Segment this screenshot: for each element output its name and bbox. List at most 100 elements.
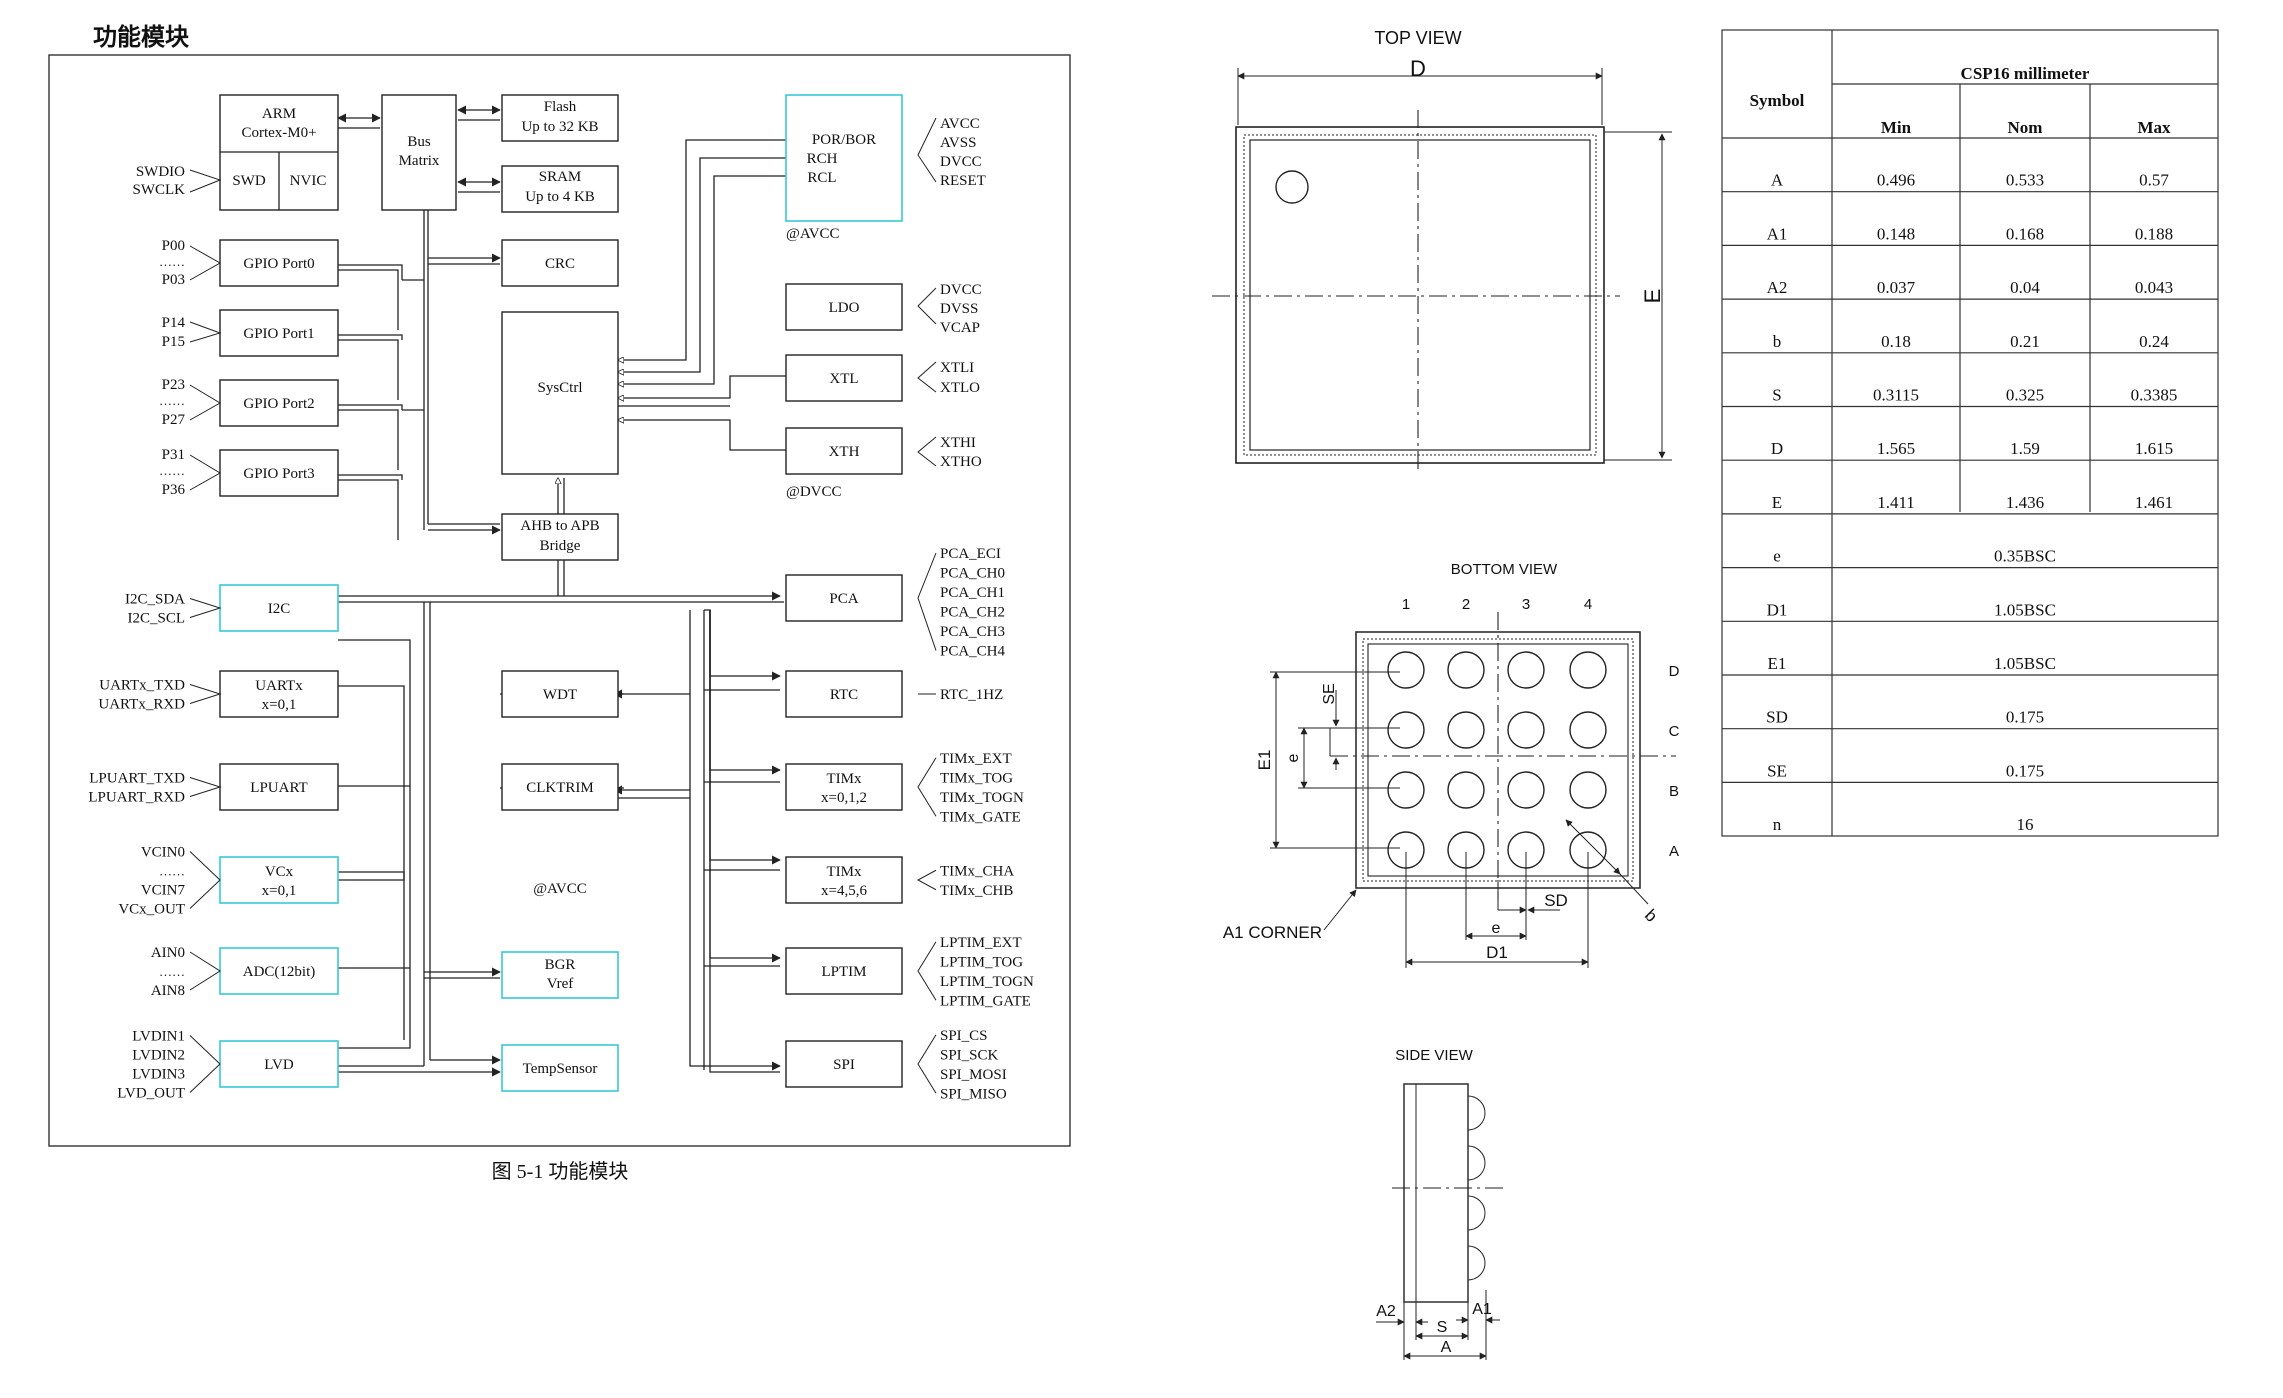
solder-balls: [1387, 651, 1607, 869]
bgr-block: BGR Vref: [501, 951, 619, 999]
right-periph-pin: PCA_CH3: [940, 624, 1005, 640]
bottom-view-col-label: 4: [1584, 596, 1592, 613]
table-cell-symbol: A1: [1767, 224, 1788, 243]
bottom-view-sd-label: SD: [1544, 891, 1568, 910]
right-periph-label: RTC: [830, 687, 858, 703]
right-periph-0: PCAPCA_ECIPCA_CH0PCA_CH1PCA_CH2PCA_CH3PC…: [785, 546, 1006, 660]
table-symbol-header: Symbol: [1750, 91, 1805, 110]
xtl-label: XTL: [829, 371, 858, 387]
por-pin-avcc: AVCC: [940, 116, 980, 132]
bridge-block: AHB to APB Bridge: [501, 513, 619, 561]
table-cell-value: 0.35BSC: [1994, 547, 2056, 566]
gpio-port2: GPIO Port2 P23 …… P27: [159, 377, 339, 428]
side-view-s-label: S: [1437, 1319, 1448, 1336]
rcl-label: RCL: [807, 170, 836, 186]
solder-ball: [1569, 711, 1607, 749]
side-view-a2-label: A2: [1376, 1303, 1396, 1320]
left-periph-pin: LVDIN1: [132, 1029, 185, 1045]
flash-block: Flash Up to 32 KB: [501, 94, 619, 142]
gpio3-label: GPIO Port3: [243, 466, 314, 482]
left-periph-sublabel: x=0,1: [262, 883, 297, 899]
dvcc-note: @DVCC: [786, 484, 842, 500]
bottom-view-se-label: SE: [1321, 683, 1338, 704]
right-periph-label: TIMx: [827, 771, 862, 787]
sram-block: SRAM Up to 4 KB: [501, 165, 619, 213]
figure-caption: 图 5-1 功能模块: [492, 1160, 629, 1183]
table-col-nom: Nom: [2008, 118, 2043, 137]
gpio1-label: GPIO Port1: [243, 326, 314, 342]
bridge-label: AHB to APB: [520, 518, 599, 534]
top-view: TOP VIEW D E: [1212, 28, 1672, 470]
table-cell-nom: 1.436: [2006, 493, 2044, 512]
solder-ball: [1387, 651, 1425, 689]
top-view-e-label: E: [1640, 289, 1665, 304]
table-cell-max: 0.043: [2135, 278, 2173, 297]
top-view-title: TOP VIEW: [1374, 28, 1461, 48]
ldo-block: LDO DVCC DVSS VCAP: [785, 282, 982, 336]
xth-block: XTH XTHI XTHO @DVCC: [785, 427, 982, 500]
left-periph-label: I2C: [268, 601, 291, 617]
table-cell-min: 0.3115: [1873, 386, 1919, 405]
gpio2-pin-last: P27: [162, 412, 186, 428]
table-cell-min: 1.565: [1877, 439, 1915, 458]
right-periph-pin: TIMx_TOGN: [940, 790, 1024, 806]
vref-label: Vref: [547, 976, 574, 992]
table-cell-symbol: E: [1772, 493, 1782, 512]
solder-ball: [1387, 771, 1425, 809]
gpio-port0: GPIO Port0 P00 …… P03: [159, 238, 339, 288]
table-cell-max: 0.3385: [2131, 386, 2178, 405]
gpio0-pin-ellipsis: ……: [159, 254, 185, 269]
sysctrl-label: SysCtrl: [537, 380, 582, 396]
table-cell-value: 1.05BSC: [1994, 654, 2056, 673]
side-view-a1-label: A1: [1472, 1301, 1492, 1318]
left-periph-pin: LVD_OUT: [117, 1086, 185, 1102]
side-view: SIDE VIEW A2 S A1 A: [1376, 1047, 1508, 1360]
ldo-pin-dvcc: DVCC: [940, 282, 982, 298]
table-cell-value: 16: [2017, 815, 2034, 834]
solder-ball: [1507, 711, 1545, 749]
gpio-port1: GPIO Port1 P14 P15: [162, 309, 339, 357]
gpio2-pin-ellipsis: ……: [159, 393, 185, 408]
tempsensor-block: TempSensor: [501, 1044, 619, 1092]
table-cell-min: 0.18: [1881, 332, 1911, 351]
left-periph-pin: AIN0: [151, 945, 185, 961]
swdio-pin: SWDIO: [136, 164, 185, 180]
xth-pin-in: XTHI: [940, 435, 976, 451]
arm-sub-label: Cortex-M0+: [241, 125, 316, 141]
left-periph-pin: UARTx_RXD: [98, 697, 185, 713]
table-row: E 1.411 1.436 1.461: [1722, 493, 2218, 515]
left-periph-pin: LVDIN2: [132, 1048, 185, 1064]
right-periph-pin: LPTIM_TOGN: [940, 974, 1034, 990]
table-cell-max: 1.461: [2135, 493, 2173, 512]
bottom-view-d1-label: D1: [1486, 943, 1508, 962]
diagram-heading: 功能模块: [93, 23, 189, 51]
sram-size: Up to 4 KB: [525, 189, 595, 205]
arm-core: ARM Cortex-M0+ SWD NVIC: [219, 94, 339, 211]
swclk-pin: SWCLK: [133, 182, 186, 198]
top-view-d-label: D: [1410, 56, 1426, 81]
left-periph-4: ADC(12bit)AIN0……AIN8: [151, 945, 339, 999]
right-periph-pin: PCA_ECI: [940, 546, 1001, 562]
a1-corner-label: A1 CORNER: [1223, 923, 1322, 942]
right-periph-pin: TIMx_GATE: [940, 809, 1021, 825]
table-col-min: Min: [1881, 118, 1912, 137]
left-periph-pin: LVDIN3: [132, 1067, 185, 1083]
tempsensor-label: TempSensor: [523, 1061, 598, 1077]
table-cell-min: 1.411: [1877, 493, 1915, 512]
left-periph-pin: LPUART_TXD: [89, 771, 185, 787]
xtl-pin-in: XTLI: [940, 360, 974, 376]
gpio1-pin-last: P15: [162, 334, 185, 350]
table-cell-nom: 0.21: [2010, 332, 2040, 351]
left-periph-pin: I2C_SCL: [127, 611, 185, 627]
table-cell-symbol: D1: [1767, 600, 1788, 619]
bottom-view-e1-label: E1: [1255, 750, 1274, 771]
